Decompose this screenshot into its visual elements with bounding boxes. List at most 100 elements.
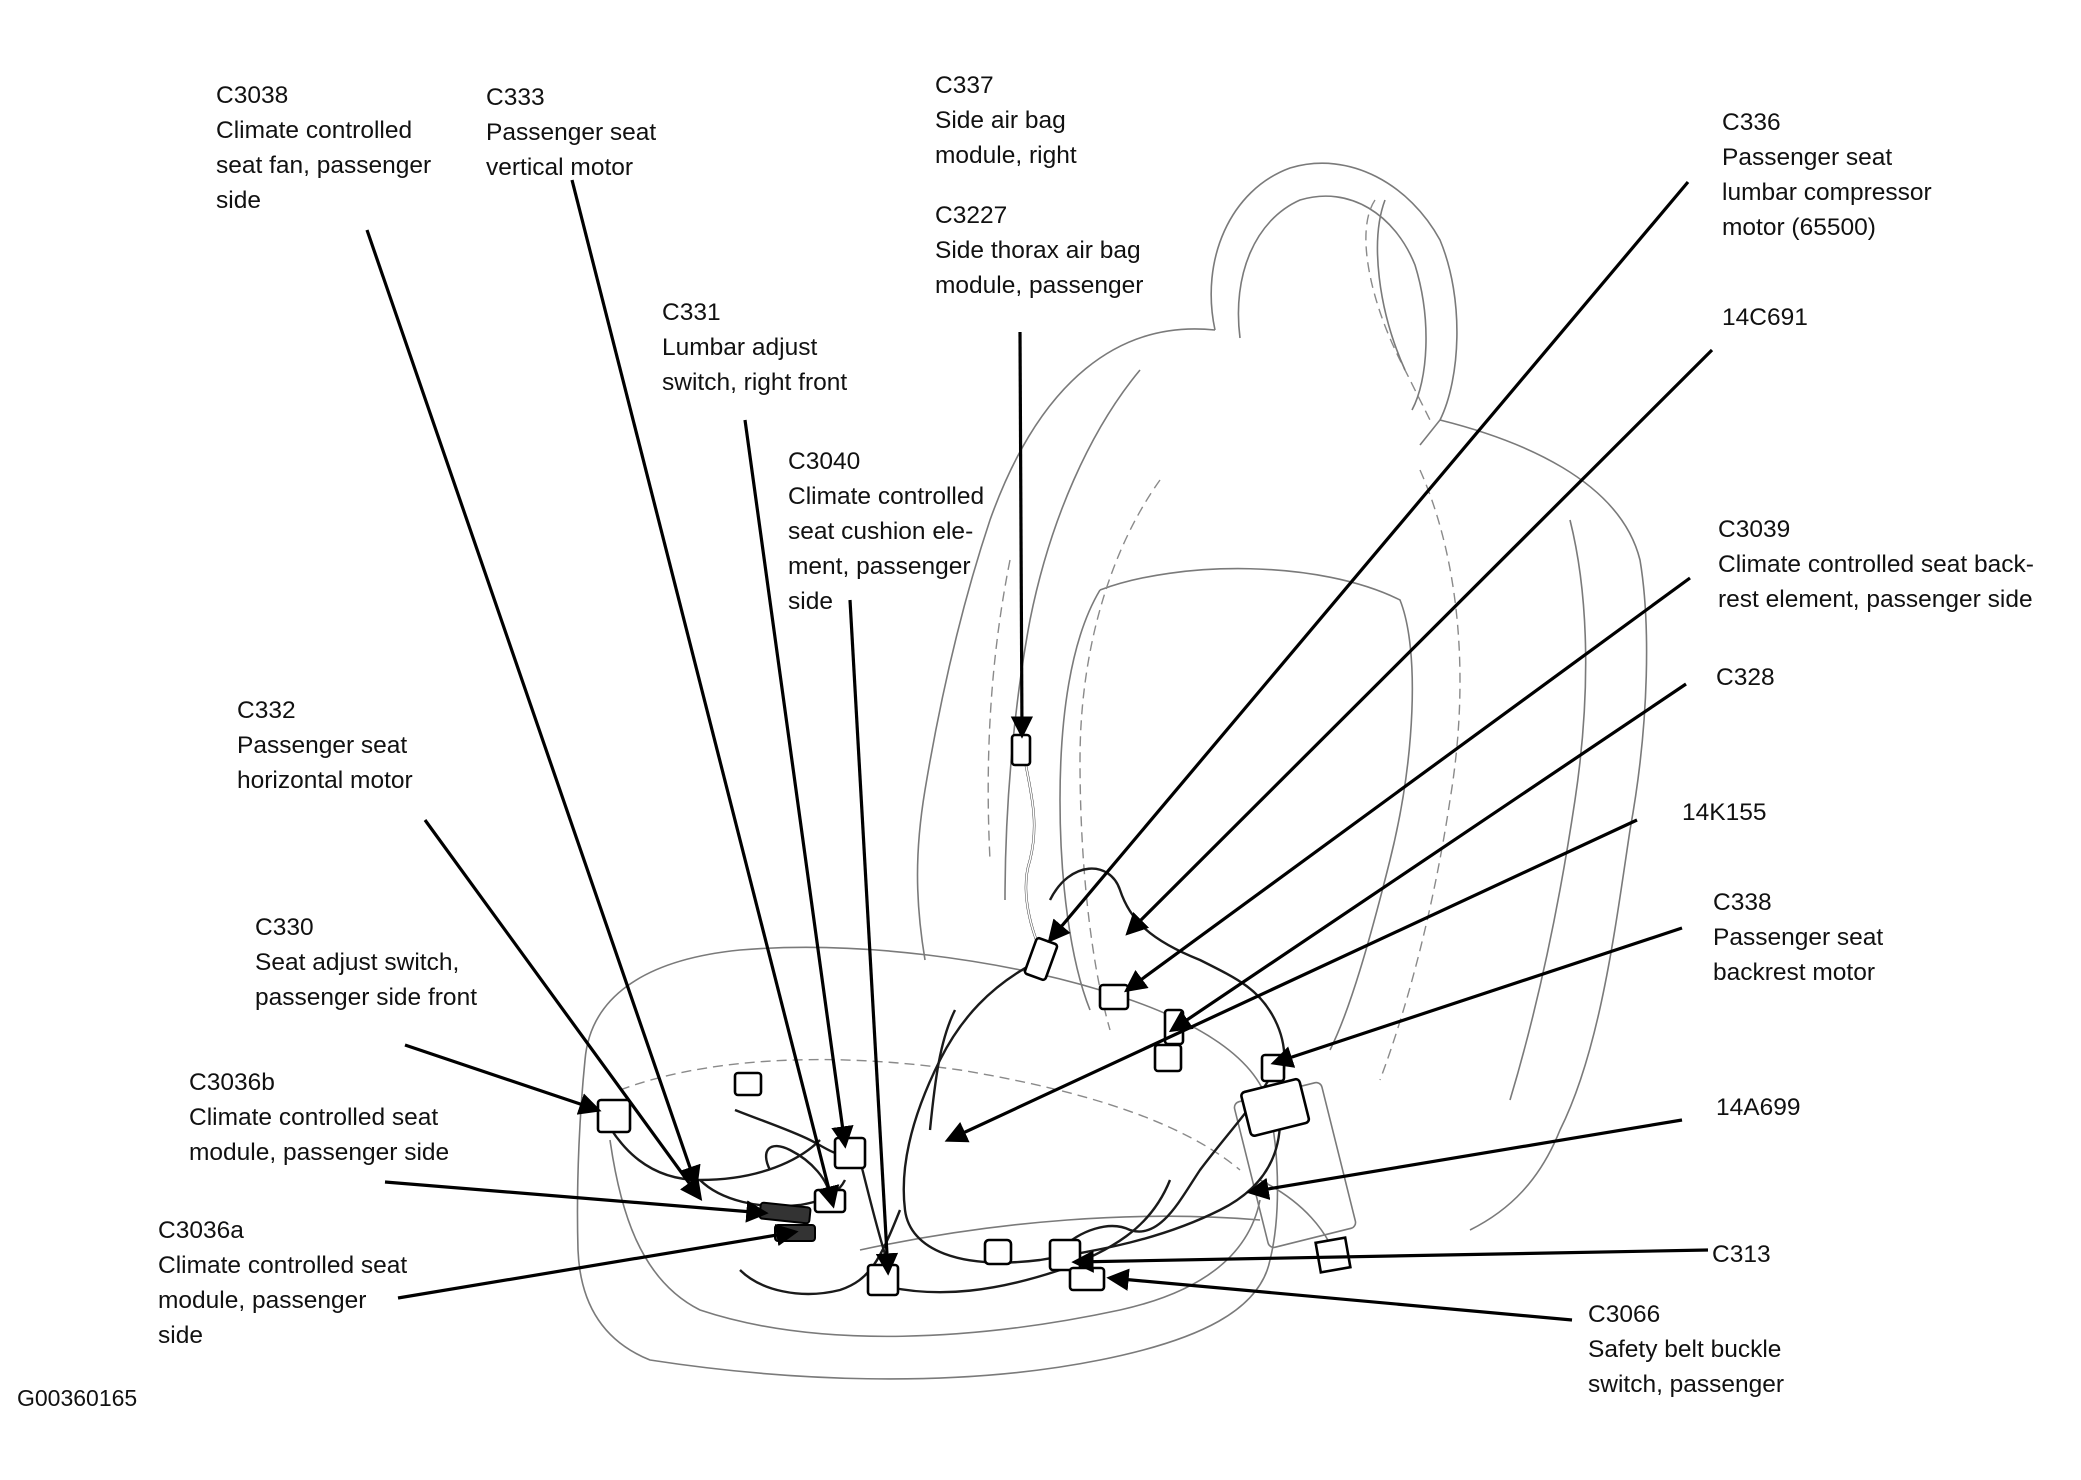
leader-14c691 <box>1125 348 1714 936</box>
callout-14a699: 14A699 <box>1716 1090 1800 1125</box>
callout-code: C3227 <box>935 202 1008 229</box>
leader-c3038 <box>365 229 701 1189</box>
callout-desc: horizontal motor <box>237 767 413 794</box>
connector-14a699 <box>1240 1077 1311 1138</box>
callout-desc: Passenger seat <box>1722 144 1893 171</box>
leader-c313 <box>1071 1248 1709 1273</box>
callout-c3039: C3039 Climate controlled seat back- rest… <box>1718 512 2034 617</box>
callout-desc: Lumbar adjust <box>662 334 818 361</box>
callout-c3036a: C3036a Climate controlled seat module, p… <box>158 1213 407 1353</box>
callout-code: C330 <box>255 914 314 941</box>
callout-desc: Climate controlled seat <box>189 1104 439 1131</box>
callout-desc: switch, passenger <box>1588 1371 1785 1398</box>
callout-code: C3040 <box>788 448 861 475</box>
leader-c3040 <box>848 599 899 1276</box>
callout-14c691: 14C691 <box>1722 300 1808 335</box>
callout-c3036b: C3036b Climate controlled seat module, p… <box>189 1065 449 1170</box>
callout-desc: seat fan, passenger <box>216 152 432 179</box>
callout-desc: Safety belt buckle <box>1588 1336 1782 1363</box>
callout-desc: Climate controlled seat back- <box>1718 551 2034 578</box>
callout-desc: Seat adjust switch, <box>255 949 460 976</box>
leader-c3036b <box>384 1180 769 1223</box>
callout-c313: C313 <box>1712 1237 1771 1272</box>
callout-desc: rest element, passenger side <box>1718 586 2033 613</box>
leader-c336 <box>1047 180 1690 943</box>
callout-c337: C337 Side air bag module, right <box>935 68 1077 173</box>
callout-code: C338 <box>1713 889 1772 916</box>
leader-c3066 <box>1106 1268 1573 1322</box>
callout-code: C3038 <box>216 82 289 109</box>
callout-code: C337 <box>935 72 994 99</box>
callout-c338: C338 Passenger seat backrest motor <box>1713 885 1883 990</box>
callout-desc: Passenger seat <box>237 732 408 759</box>
leader-c332 <box>423 819 703 1202</box>
leader-c338 <box>1270 926 1683 1068</box>
callout-desc: Side thorax air bag <box>935 237 1141 264</box>
callout-desc: vertical motor <box>486 154 634 181</box>
figure-id: G00360165 <box>17 1385 138 1411</box>
callout-code: C336 <box>1722 109 1781 136</box>
callout-desc: Passenger seat <box>1713 924 1884 951</box>
callout-c3227: C3227 Side thorax air bag module, passen… <box>935 198 1143 303</box>
callout-c332: C332 Passenger seat horizontal motor <box>237 693 413 798</box>
callout-desc: Climate controlled <box>788 483 985 510</box>
callout-desc: switch, right front <box>662 369 848 396</box>
callout-code: C3036a <box>158 1217 244 1244</box>
callout-code: C331 <box>662 299 721 326</box>
callout-desc: module, passenger side <box>189 1139 450 1166</box>
callout-desc: passenger side front <box>255 984 477 1011</box>
callout-c336: C336 Passenger seat lumbar compressor mo… <box>1722 105 1932 245</box>
connector-c3227 <box>1023 936 1059 982</box>
callout-c3038: C3038 Climate controlled seat fan, passe… <box>216 78 431 218</box>
callout-desc: side <box>788 588 833 615</box>
callout-desc: seat cushion ele- <box>788 518 974 545</box>
callout-desc: Climate controlled seat <box>158 1252 408 1279</box>
leader-14k155 <box>944 818 1638 1143</box>
callout-code: C313 <box>1712 1241 1771 1268</box>
callout-code: C328 <box>1716 664 1775 691</box>
callout-desc: module, passenger <box>158 1287 367 1314</box>
callout-c331: C331 Lumbar adjust switch, right front <box>662 295 847 400</box>
callout-desc: Climate controlled <box>216 117 413 144</box>
connector-c313-a <box>983 1238 1013 1266</box>
leader-c3039 <box>1123 576 1691 993</box>
leader-c330 <box>404 1043 602 1115</box>
connector-c331 <box>733 1071 763 1097</box>
leader-lines <box>365 179 1714 1322</box>
callout-code: C3036b <box>189 1069 275 1096</box>
callout-desc: side <box>216 187 261 214</box>
callout-c328: C328 <box>1716 660 1775 695</box>
leader-14a699 <box>1246 1118 1683 1200</box>
callout-code: 14K155 <box>1682 799 1767 826</box>
callout-c3066: C3066 Safety belt buckle switch, passeng… <box>1588 1297 1784 1402</box>
callout-desc: Side air bag <box>935 107 1066 134</box>
connector-14k155 <box>1153 1043 1183 1073</box>
callout-desc: backrest motor <box>1713 959 1876 986</box>
callout-code: 14C691 <box>1722 304 1808 331</box>
callout-desc: side <box>158 1322 203 1349</box>
callout-desc: module, passenger <box>935 272 1144 299</box>
callout-desc: motor (65500) <box>1722 214 1876 241</box>
callout-desc: Passenger seat <box>486 119 657 146</box>
callout-c3040: C3040 Climate controlled seat cushion el… <box>788 444 984 619</box>
callout-code: C333 <box>486 84 545 111</box>
leader-c328 <box>1168 682 1687 1033</box>
callout-c330: C330 Seat adjust switch, passenger side … <box>255 910 477 1015</box>
callout-code: C3066 <box>1588 1301 1661 1328</box>
callout-c333: C333 Passenger seat vertical motor <box>486 80 656 185</box>
callout-desc: module, right <box>935 142 1077 169</box>
connector-c330 <box>596 1098 632 1134</box>
callout-code: C332 <box>237 697 296 724</box>
leader-c3036a <box>397 1224 799 1300</box>
callout-desc: lumbar compressor <box>1722 179 1932 206</box>
callout-code: 14A699 <box>1716 1094 1801 1121</box>
callout-14k155: 14K155 <box>1682 795 1766 830</box>
callout-desc: ment, passenger <box>788 553 971 580</box>
connector-14c691 <box>1098 983 1130 1011</box>
leader-c331 <box>743 419 854 1149</box>
callout-code: C3039 <box>1718 516 1791 543</box>
leader-c337 <box>1010 331 1034 739</box>
leader-c333 <box>570 179 840 1209</box>
